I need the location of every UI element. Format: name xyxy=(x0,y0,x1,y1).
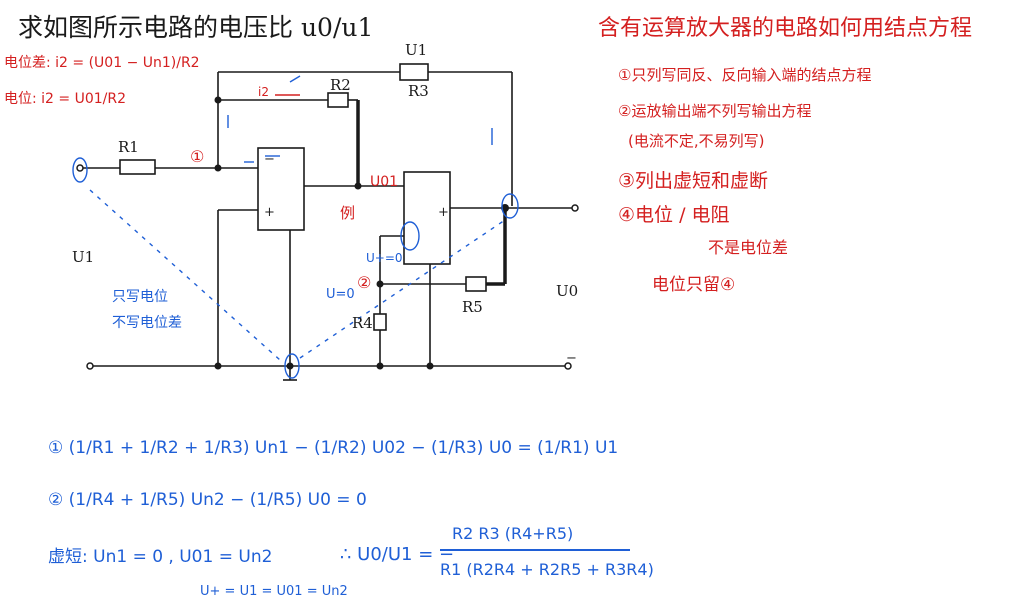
equation-node2: ② (1/R4 + 1/R5) Un2 − (1/R5) U0 = 0 xyxy=(48,490,367,510)
right-step2: ②运放输出端不列写输出方程 xyxy=(618,102,812,120)
right-step1: ①只列写同反、反向输入端的结点方程 xyxy=(618,66,872,84)
node2-label: ② xyxy=(357,273,371,292)
right-step3: ③列出虚短和虚断 xyxy=(618,170,769,192)
u-zero-label: U=0 xyxy=(326,287,355,302)
page-title: 求如图所示电路的电压比 u0/u1 xyxy=(18,13,374,42)
result-lhs: ∴ U0/U1 = − xyxy=(340,544,455,565)
right-step5: 电位只留④ xyxy=(652,275,736,295)
result-denominator: R1 (R2R4 + R2R5 + R3R4) xyxy=(440,560,654,579)
i2-label: i2 xyxy=(258,85,269,99)
u-plus-label: U+=0 xyxy=(366,251,403,265)
equation-substitution: U+ = U1 = U01 = Un2 xyxy=(200,584,348,599)
right-heading: 含有运算放大器的电路如何用结点方程 xyxy=(598,16,973,41)
r3-label: R3 xyxy=(408,82,429,100)
r2-label: R2 xyxy=(330,76,351,94)
right-step4b: 不是电位差 xyxy=(708,238,789,257)
r5-label: R5 xyxy=(462,298,483,316)
note-potential: 电位: i2 = U01/R2 xyxy=(4,91,127,107)
equation-virtual-short: 虚短: Un1 = 0 , U01 = Un2 xyxy=(48,547,273,567)
node1-label: ① xyxy=(190,147,204,166)
annotation-only-potential: 只写电位 xyxy=(112,289,168,305)
equation-node1: ① (1/R1 + 1/R2 + 1/R3) Un1 − (1/R2) U02 … xyxy=(48,438,619,458)
result-fraction-bar xyxy=(440,549,630,551)
r4-label: R4 xyxy=(352,314,373,332)
u0-label: U0 xyxy=(556,282,578,300)
ground-minus: − xyxy=(566,351,577,366)
opamp1-minus: − xyxy=(264,152,275,167)
right-step2b: (电流不定,不易列写) xyxy=(628,132,765,150)
opamp2-plus: + xyxy=(438,205,449,220)
opamp1-plus: + xyxy=(264,205,275,220)
annotation-not-difference: 不写电位差 xyxy=(112,315,182,331)
note-potential-difference: 电位差: i2 = (U01 − Un1)/R2 xyxy=(4,55,200,71)
u01-label: U01 xyxy=(370,174,398,190)
example-label: 例 xyxy=(340,204,355,222)
u1-label: U1 xyxy=(72,248,94,266)
r1-label: R1 xyxy=(118,138,139,156)
top-u-label: U1 xyxy=(405,41,427,59)
right-step4: ④电位 / 电阻 xyxy=(618,204,730,226)
result-numerator: R2 R3 (R4+R5) xyxy=(452,524,574,543)
